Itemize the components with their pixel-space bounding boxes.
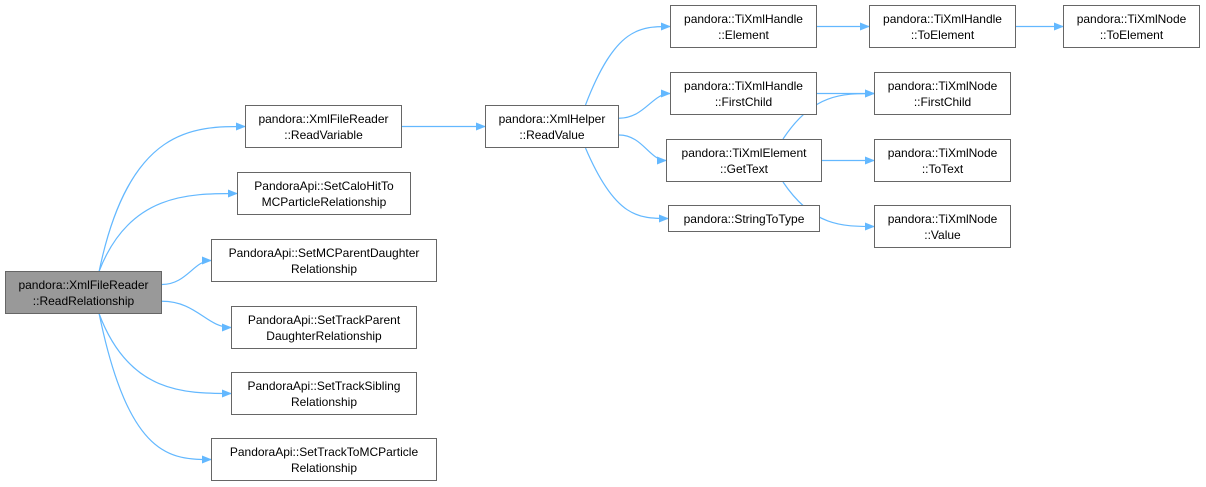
- node-set-mcparent-daughter-relationship[interactable]: PandoraApi::SetMCParentDaughter Relation…: [211, 239, 437, 282]
- edge-xmlhelper_read_value-to-tixmlelement_get_text: [618, 134, 667, 165]
- node-label: ::FirstChild: [714, 94, 773, 109]
- node-read-variable[interactable]: pandora::XmlFileReader ::ReadVariable: [245, 105, 402, 148]
- edge-xmlhelper_read_value-to-tixmlhandle_first_child: [618, 89, 671, 119]
- edge-tixmlelement_get_text-to-tixmlnode_first_child: [782, 89, 875, 140]
- node-tixmlnode-to-text[interactable]: pandora::TiXmlNode ::ToText: [874, 139, 1011, 182]
- node-label: pandora::TiXmlNode: [887, 145, 998, 160]
- edge-read_relationship-to-set_track_to_mcparticle: [98, 313, 212, 464]
- node-label: ::ReadRelationship: [32, 293, 135, 308]
- node-label: pandora::StringToType: [683, 211, 805, 226]
- node-label: pandora::TiXmlNode: [887, 78, 998, 93]
- edge-tixmlelement_get_text-to-tixmlnode_value: [782, 181, 875, 231]
- node-label: ::ToElement: [910, 27, 975, 42]
- edge-xmlhelper_read_value-to-string_to_type: [584, 147, 669, 223]
- node-label: PandoraApi::SetMCParentDaughter: [228, 245, 420, 260]
- node-label: ::FirstChild: [913, 94, 972, 109]
- node-label: pandora::TiXmlHandle: [883, 11, 1002, 26]
- node-label: Relationship: [290, 460, 358, 475]
- node-tixmlnode-value[interactable]: pandora::TiXmlNode ::Value: [874, 205, 1011, 248]
- node-set-track-to-mcparticle-relationship[interactable]: PandoraApi::SetTrackToMCParticle Relatio…: [211, 438, 437, 481]
- node-label: ::Element: [718, 27, 769, 42]
- node-label: PandoraApi::SetTrackSibling: [247, 378, 401, 393]
- node-tixmlhandle-first-child[interactable]: pandora::TiXmlHandle ::FirstChild: [670, 72, 817, 115]
- node-tixmlhandle-element[interactable]: pandora::TiXmlHandle ::Element: [670, 5, 817, 48]
- node-label: pandora::XmlHelper: [498, 111, 606, 126]
- node-label: pandora::TiXmlElement: [681, 145, 807, 160]
- node-label: DaughterRelationship: [266, 328, 382, 343]
- node-label: Relationship: [290, 261, 358, 276]
- node-label: ::Value: [924, 227, 961, 242]
- node-label: pandora::TiXmlNode: [887, 211, 998, 226]
- node-label: pandora::TiXmlNode: [1076, 11, 1187, 26]
- node-read-relationship: pandora::XmlFileReader ::ReadRelationshi…: [5, 271, 162, 314]
- node-label: Relationship: [290, 394, 358, 409]
- node-label: pandora::TiXmlHandle: [684, 11, 803, 26]
- edge-read_relationship-to-read_variable: [98, 122, 246, 272]
- node-label: ::ToElement: [1099, 27, 1164, 42]
- node-label: ::GetText: [719, 161, 769, 176]
- node-tixmlnode-first-child[interactable]: pandora::TiXmlNode ::FirstChild: [874, 72, 1011, 115]
- node-label: PandoraApi::SetTrackToMCParticle: [229, 444, 419, 459]
- node-label: ::ToText: [921, 161, 964, 176]
- edge-read_relationship-to-set_track_sibling: [98, 313, 232, 398]
- edge-read_relationship-to-set_mcparent_daughter: [161, 256, 212, 286]
- node-tixmlelement-get-text[interactable]: pandora::TiXmlElement ::GetText: [666, 139, 822, 182]
- node-label: pandora::XmlFileReader: [258, 111, 389, 126]
- node-label: PandoraApi::SetTrackParent: [247, 312, 401, 327]
- node-label: pandora::TiXmlHandle: [684, 78, 803, 93]
- node-set-track-sibling-relationship[interactable]: PandoraApi::SetTrackSibling Relationship: [231, 372, 417, 415]
- node-label: pandora::XmlFileReader: [18, 277, 149, 292]
- node-set-calohit-to-mcparticle-relationship[interactable]: PandoraApi::SetCaloHitTo MCParticleRelat…: [237, 172, 411, 215]
- node-label: ::ReadValue: [519, 127, 585, 142]
- node-label: PandoraApi::SetCaloHitTo: [254, 178, 394, 193]
- node-tixmlnode-to-element[interactable]: pandora::TiXmlNode ::ToElement: [1063, 5, 1200, 48]
- node-label: MCParticleRelationship: [261, 194, 387, 209]
- node-xmlhelper-read-value[interactable]: pandora::XmlHelper ::ReadValue: [485, 105, 619, 148]
- node-tixmlhandle-to-element[interactable]: pandora::TiXmlHandle ::ToElement: [869, 5, 1016, 48]
- edge-read_relationship-to-set_track_parent_daughter: [161, 300, 232, 332]
- edge-read_relationship-to-set_calohit_to_mcparticle: [98, 189, 238, 272]
- node-set-track-parent-daughter-relationship[interactable]: PandoraApi::SetTrackParent DaughterRelat…: [231, 306, 417, 349]
- edge-xmlhelper_read_value-to-tixmlhandle_element: [584, 22, 671, 106]
- node-label: ::ReadVariable: [284, 127, 363, 142]
- node-string-to-type[interactable]: pandora::StringToType: [668, 205, 820, 232]
